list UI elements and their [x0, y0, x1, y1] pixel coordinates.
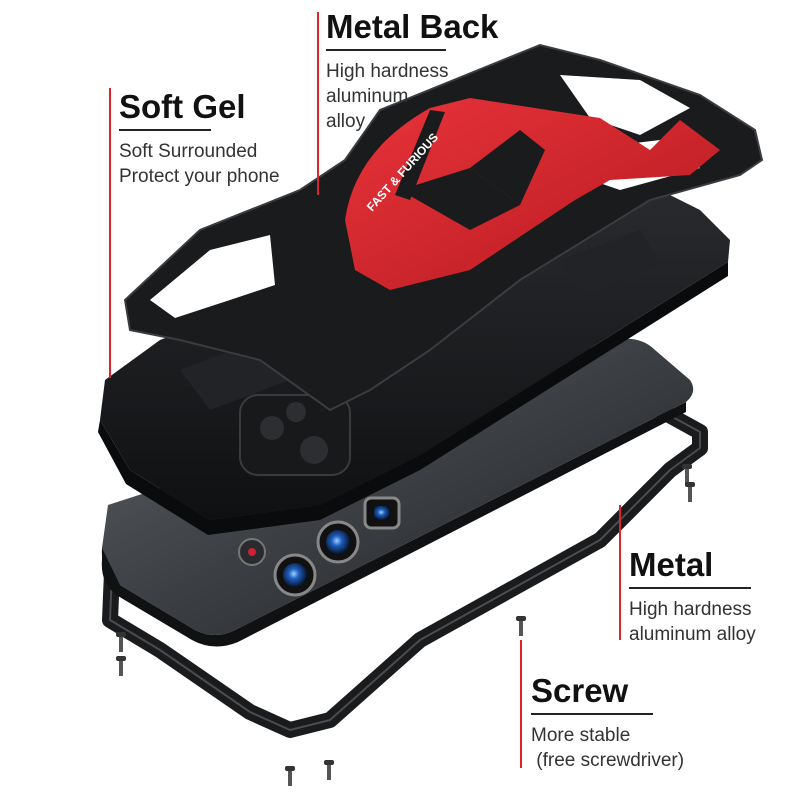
- callout-underline: [629, 587, 751, 589]
- callout-line: (free screwdriver): [531, 750, 685, 771]
- callout-line: Soft Surrounded: [119, 141, 258, 162]
- screw: [116, 656, 126, 676]
- screw: [682, 464, 692, 484]
- metal-back-plate: FAST & FURIOUS: [123, 43, 764, 412]
- callout-underline: [531, 713, 653, 715]
- callout-soft-gel: Soft Gel Soft Surrounded Protect your ph…: [119, 90, 280, 189]
- phone: [101, 338, 694, 647]
- screw: [285, 766, 295, 786]
- callout-description: More stable (free screwdriver): [531, 723, 684, 773]
- callout-description: High hardness aluminum alloy: [629, 597, 756, 647]
- callout-screw: Screw More stable (free screwdriver): [531, 674, 684, 773]
- callout-line: High hardness: [629, 599, 752, 620]
- callout-underline: [119, 129, 211, 131]
- phone-camera-module: [238, 496, 401, 597]
- screw: [324, 760, 334, 780]
- callout-title: Metal: [629, 546, 714, 583]
- callout-title: Soft Gel: [119, 88, 246, 125]
- callout-metal-back: Metal Back High hardness aluminum alloy: [326, 10, 498, 134]
- callout-description: High hardness aluminum alloy: [326, 59, 498, 134]
- screw: [685, 482, 695, 502]
- callout-metal: Metal High hardness aluminum alloy: [629, 548, 756, 647]
- callout-line: High hardness: [326, 61, 449, 82]
- screws: [116, 464, 695, 786]
- callout-line: aluminum: [326, 86, 409, 107]
- callout-title: Screw: [531, 672, 629, 709]
- callout-underline: [326, 49, 446, 51]
- screw: [516, 616, 526, 636]
- screw: [116, 632, 126, 652]
- callout-title: Metal Back: [326, 8, 499, 45]
- callout-line: aluminum alloy: [629, 624, 756, 645]
- callout-line: More stable: [531, 725, 631, 746]
- leader-lines: [109, 12, 621, 768]
- callout-line: Protect your phone: [119, 166, 280, 187]
- callout-line: alloy: [326, 111, 366, 132]
- callout-description: Soft Surrounded Protect your phone: [119, 139, 280, 189]
